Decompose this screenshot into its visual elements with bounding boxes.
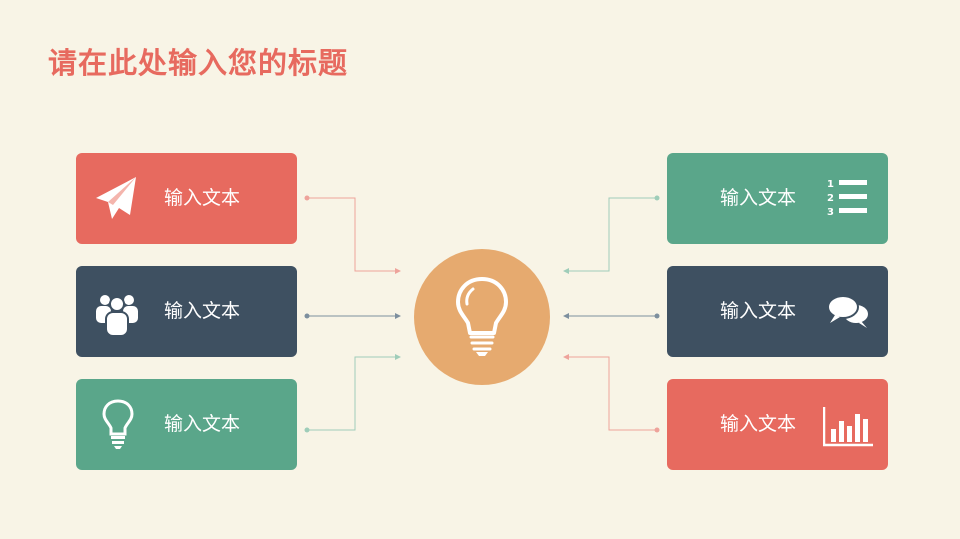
lightbulb-icon: [92, 379, 142, 470]
users-group-icon: [92, 266, 142, 357]
card-left-3[interactable]: 输入文本: [76, 379, 297, 470]
svg-text:1: 1: [827, 179, 834, 190]
connector-left-3: [304, 354, 401, 433]
numbered-list-icon: 1 2 3: [823, 153, 875, 244]
lightbulb-icon: [456, 277, 508, 356]
connector-left-2: [304, 313, 401, 319]
svg-text:3: 3: [827, 207, 834, 218]
chat-bubbles-icon: [823, 266, 875, 357]
card-right-2[interactable]: 输入文本: [667, 266, 888, 357]
card-left-1[interactable]: 输入文本: [76, 153, 297, 244]
connector-right-3: [563, 354, 660, 433]
connector-right-2: [563, 313, 660, 319]
card-left-3-label: 输入文本: [164, 413, 241, 435]
connector-right-1: [563, 195, 660, 274]
bar-chart-icon: [823, 379, 875, 470]
connector-left-1: [304, 195, 401, 274]
card-right-1[interactable]: 输入文本 1 2 3: [667, 153, 888, 244]
page-title: 请在此处输入您的标题: [48, 46, 349, 80]
central-hub: [414, 249, 550, 385]
card-right-2-label: 输入文本: [720, 300, 797, 322]
paper-plane-icon: [92, 153, 142, 244]
card-left-1-label: 输入文本: [164, 187, 241, 209]
card-left-2[interactable]: 输入文本: [76, 266, 297, 357]
card-right-3-label: 输入文本: [720, 413, 797, 435]
card-right-3[interactable]: 输入文本: [667, 379, 888, 470]
svg-text:2: 2: [827, 193, 834, 204]
card-right-1-label: 输入文本: [720, 187, 797, 209]
card-left-2-label: 输入文本: [164, 300, 241, 322]
